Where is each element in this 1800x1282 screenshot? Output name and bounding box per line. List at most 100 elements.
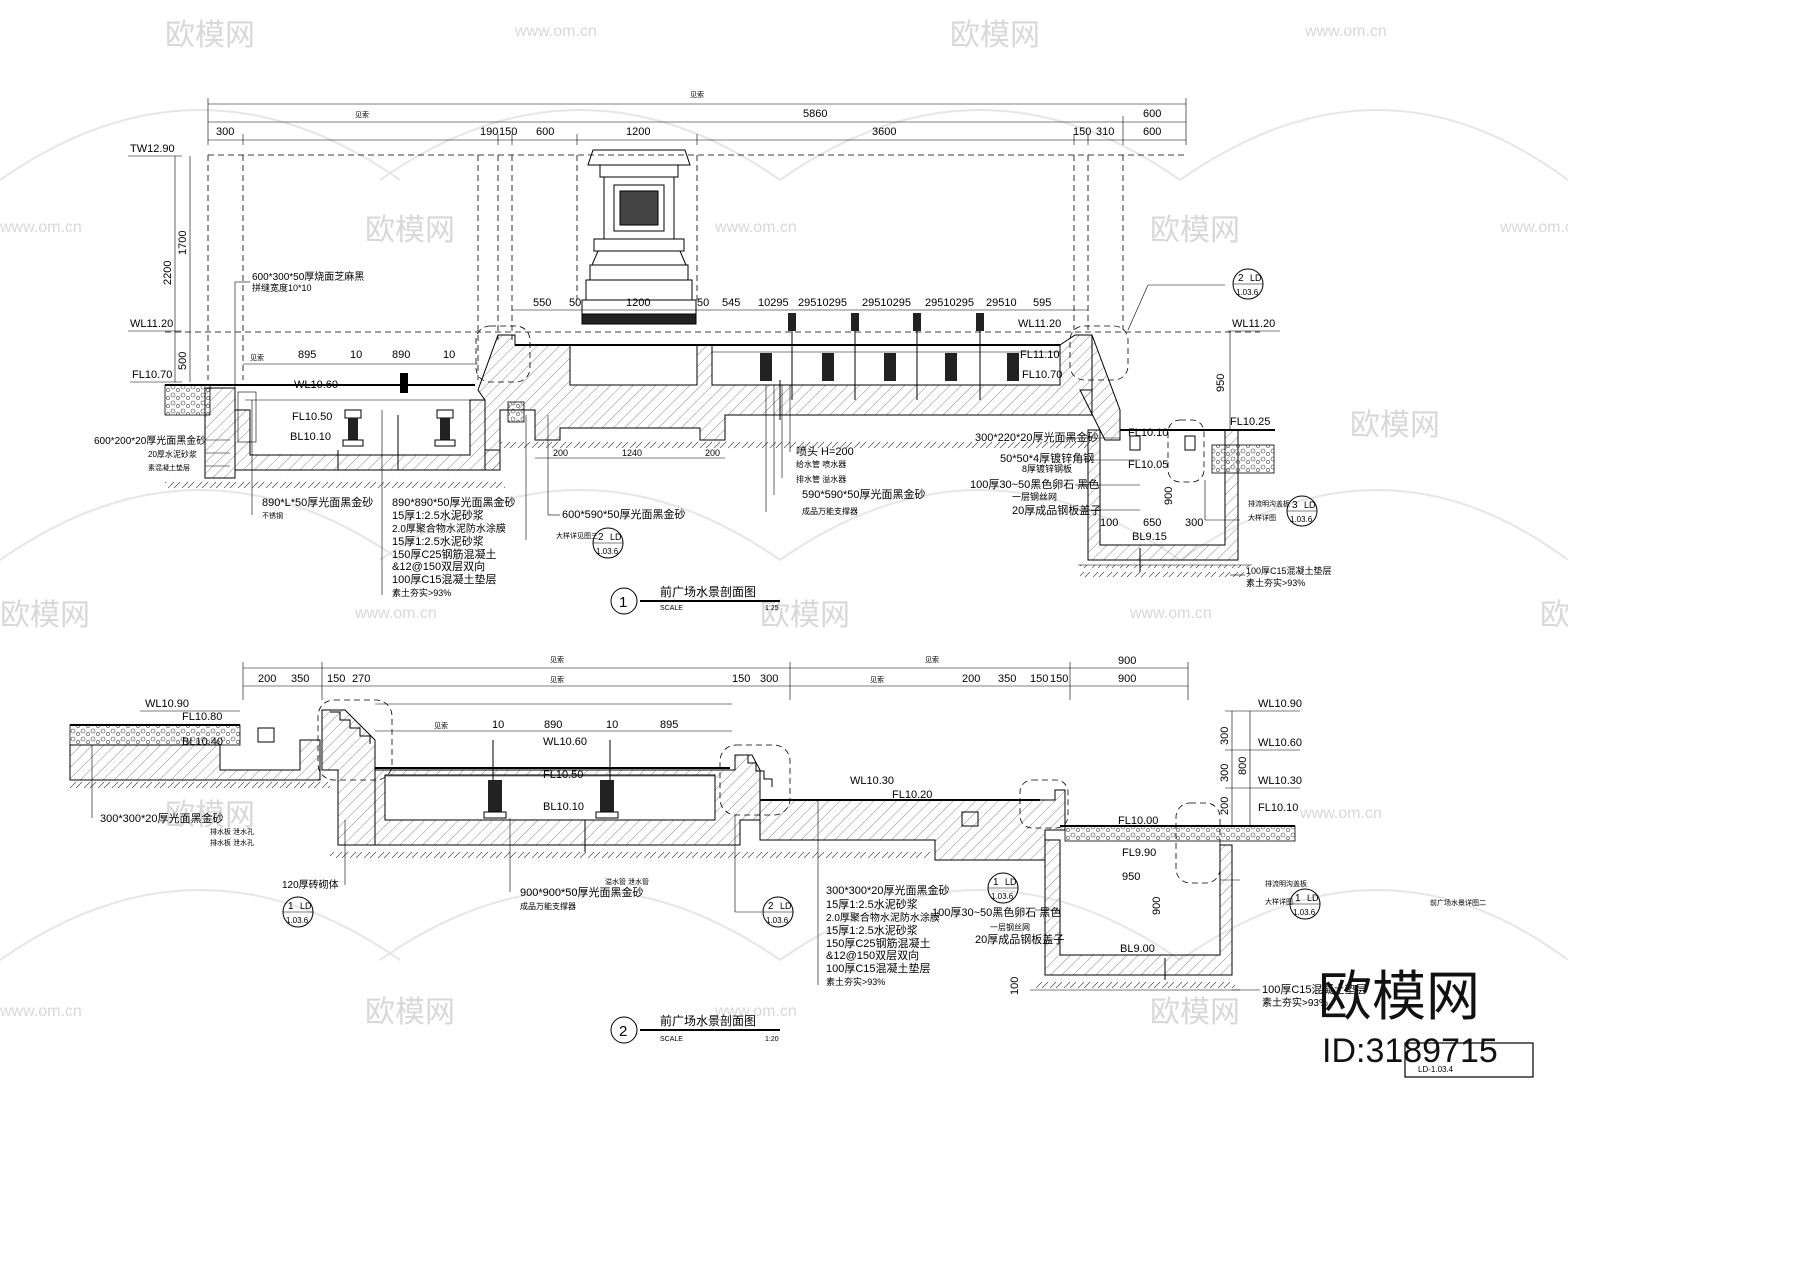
dim-300: 300 xyxy=(216,126,234,138)
section-number: 2 xyxy=(619,1023,627,1040)
dim-270: 270 xyxy=(352,673,370,685)
watermark-site: www.om.cn xyxy=(1304,23,1387,40)
dim-1200: 1200 xyxy=(626,126,650,138)
detail-callout: 3 LD 1.03.6 xyxy=(1286,495,1318,527)
note: 大样详图 xyxy=(1265,897,1293,906)
note: 15厚1:2.5水泥砂浆 xyxy=(826,897,918,911)
jet-nozzle xyxy=(788,313,796,400)
watermark-site: www.om.cn xyxy=(1499,219,1568,236)
note: 素土夯实>93% xyxy=(1246,577,1305,588)
callout-ref: 1.03.6 xyxy=(1236,288,1259,297)
watermark-brand: 欧模网 xyxy=(165,19,255,52)
pedestal-support xyxy=(434,409,456,447)
scale-label: SCALE xyxy=(660,605,683,612)
callout-number: 2 xyxy=(598,532,604,543)
note: 大样详图 xyxy=(1248,513,1276,522)
watermark-site: www.om.cn xyxy=(714,219,797,236)
dim-50: 50 xyxy=(569,297,581,309)
vdim-800: 800 xyxy=(1237,757,1249,775)
callout-tag: LD xyxy=(610,532,622,542)
dim-label: 见索 xyxy=(550,655,564,664)
callout-tag: LD xyxy=(1250,273,1262,283)
detail-callout-outline xyxy=(719,744,791,816)
section-title: 前广场水景剖面图 xyxy=(660,584,756,599)
watermark-brand: 欧模网 xyxy=(1350,409,1440,442)
note: 成品万能支撑器 xyxy=(520,901,576,911)
detail-callout-outline xyxy=(475,325,531,383)
level-wl-right: WL11.20 xyxy=(1018,318,1061,330)
dim-150: 150 xyxy=(1050,673,1068,685)
note: 不锈钢 xyxy=(262,511,283,520)
level-fl-r5: FL10.05 xyxy=(1128,459,1168,471)
level-wl-mid: WL10.30 xyxy=(850,775,894,787)
callout-ref: 1.03.6 xyxy=(1293,908,1316,917)
dim-label: 见索 xyxy=(434,721,448,730)
note: 成品万能支撑器 xyxy=(802,506,858,516)
note: 给水管 喷水器 xyxy=(796,459,846,469)
dim-150: 150 xyxy=(499,126,517,138)
note: 590*590*50厚光面黑金砂 xyxy=(802,487,926,501)
level-fl-r3: FL9.90 xyxy=(1122,847,1156,859)
brand-logo-text: 欧模网 xyxy=(1318,965,1480,1028)
dim-600: 600 xyxy=(1143,126,1161,138)
watermark-layer: 欧模网 www.om.cn 欧模网 www.om.cn www.om.cn 欧模… xyxy=(0,19,1568,1029)
section1-dashed-guides xyxy=(165,154,1260,380)
level-bl-pool: BL10.10 xyxy=(543,801,584,813)
level-wl-r1: WL10.90 xyxy=(1258,698,1302,710)
vdim-300: 300 xyxy=(1219,764,1231,782)
sheet-badge: LD-1.03.4 欧模网 ID:3189715 xyxy=(1318,965,1534,1078)
note: 一层钢丝网 xyxy=(990,922,1030,932)
callout-number: 1 xyxy=(993,877,999,888)
dim-300: 300 xyxy=(1185,517,1203,529)
dim-200: 200 xyxy=(705,448,720,458)
detail-callout-outline xyxy=(1167,419,1205,483)
note: 一层钢丝网 xyxy=(1012,491,1057,502)
dim-10: 10 xyxy=(350,349,362,361)
note: 600*200*20厚光面黑金砂 xyxy=(94,434,206,447)
section-title: 前广场水景剖面图 xyxy=(660,1013,756,1028)
dim-label: 见索 xyxy=(925,655,939,664)
callout-number: 2 xyxy=(1238,273,1244,284)
dim-10: 10 xyxy=(443,349,455,361)
sheet-number: LD-1.03.4 xyxy=(1418,1065,1454,1074)
pedestal-support xyxy=(822,353,834,381)
dim-350: 350 xyxy=(998,673,1016,685)
note: 15厚1:2.5水泥砂浆 xyxy=(826,923,918,937)
watermark-site: www.om.cn xyxy=(0,1003,82,1020)
pedestal-support xyxy=(1007,353,1019,381)
side-title: 前广场水景详图二 xyxy=(1430,898,1486,907)
callout-ref: 1.03.6 xyxy=(286,916,309,925)
level-wl-r3: WL10.30 xyxy=(1258,775,1302,787)
level-bl-pool: BL10.10 xyxy=(290,431,331,443)
dim-890: 890 xyxy=(392,349,410,361)
note: 8厚镀锌钢板 xyxy=(1022,463,1072,474)
pedestal-support xyxy=(483,780,507,819)
vdim-2200: 2200 xyxy=(162,261,174,285)
callout-tag: LD xyxy=(1005,877,1017,887)
dim-3600: 3600 xyxy=(872,126,896,138)
dim-10295: 10295 xyxy=(758,297,789,309)
dim-900: 900 xyxy=(1118,673,1136,685)
dim-890: 890 xyxy=(544,719,562,731)
vdim-900: 900 xyxy=(1163,487,1175,505)
note: 喷头 H=200 xyxy=(796,445,854,458)
vdim-500: 500 xyxy=(177,352,189,370)
dim-label: 见索 xyxy=(690,90,704,99)
level-wl-pool: WL10.60 xyxy=(543,736,587,748)
level-wl-r2: WL10.60 xyxy=(1258,737,1302,749)
level-fl-r3: FL10.25 xyxy=(1230,416,1270,428)
level-wl-left: WL11.20 xyxy=(130,318,173,330)
vdim-950: 950 xyxy=(1215,374,1227,392)
detail-callout-outline xyxy=(1019,779,1069,829)
pedestal-support xyxy=(884,353,896,381)
detail-callout: 1 LD 1.03.6 xyxy=(987,872,1019,904)
callout-number: 2 xyxy=(768,901,774,912)
note: &12@150双层双向 xyxy=(826,948,919,962)
note: 890*L*50厚光面黑金砂 xyxy=(262,495,373,509)
jet-nozzle xyxy=(913,313,921,400)
watermark-site: www.om.cn xyxy=(1129,605,1212,622)
watermark-site: www.om.cn xyxy=(0,219,82,236)
dim-900: 900 xyxy=(1118,655,1136,667)
detail-callout: 1 LD 1.03.6 xyxy=(1289,888,1321,920)
dim-10: 10 xyxy=(606,719,618,731)
